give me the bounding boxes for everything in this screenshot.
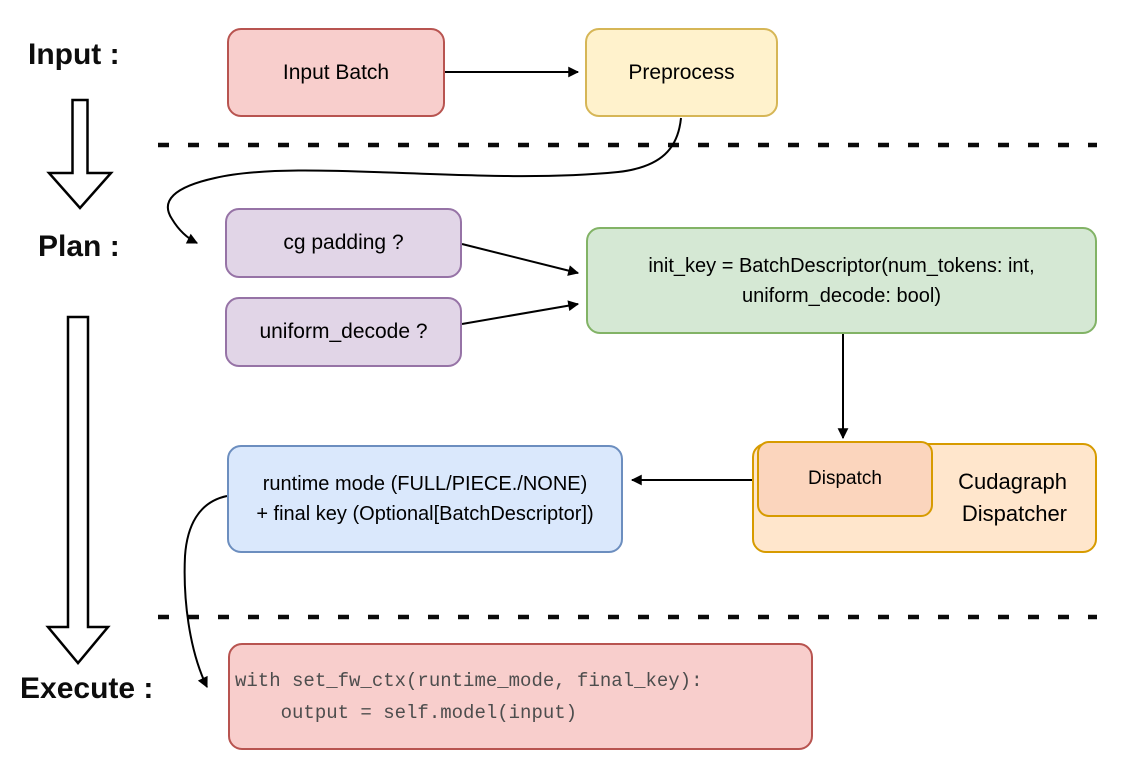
preprocess-node: Preprocess bbox=[585, 28, 778, 117]
preprocess-label: Preprocess bbox=[628, 60, 735, 84]
cg-padding-label: cg padding ? bbox=[283, 231, 404, 255]
init-key-line2: uniform_decode: bool) bbox=[741, 284, 941, 307]
dispatch-node: Dispatch bbox=[757, 441, 933, 517]
arrow-cgpadding-to-initkey bbox=[461, 243, 580, 276]
runtime-line1: runtime mode (FULL/PIECE./NONE) bbox=[262, 473, 588, 495]
cudagraph-dispatcher-line2: Dispatcher bbox=[961, 501, 1067, 526]
init-key-line1: init_key = BatchDescriptor(num_tokens: i… bbox=[648, 254, 1035, 277]
execute-code-node: with set_fw_ctx(runtime_mode, final_key)… bbox=[228, 643, 813, 750]
arrow-runtime-to-execute-code bbox=[183, 495, 228, 688]
execute-code-line2: output = self.model(input) bbox=[235, 701, 578, 724]
input-batch-node: Input Batch bbox=[227, 28, 445, 117]
uniform-decode-label: uniform_decode ? bbox=[259, 320, 428, 344]
init-key-node: init_key = BatchDescriptor(num_tokens: i… bbox=[586, 227, 1097, 334]
runtime-line2: + final key (Optional[BatchDescriptor]) bbox=[256, 503, 594, 525]
dispatch-label: Dispatch bbox=[808, 467, 882, 489]
plan-stage-arrow-icon bbox=[45, 315, 111, 665]
execute-code-line1: with set_fw_ctx(runtime_mode, final_key)… bbox=[235, 669, 703, 692]
input-batch-label: Input Batch bbox=[282, 60, 390, 84]
stage-label-execute: Execute : bbox=[20, 672, 154, 705]
runtime-mode-node: runtime mode (FULL/PIECE./NONE) + final … bbox=[227, 445, 623, 553]
uniform-decode-node: uniform_decode ? bbox=[225, 297, 462, 367]
stage-label-input: Input : bbox=[28, 38, 120, 71]
cudagraph-dispatcher-line1: Cudagraph bbox=[958, 469, 1067, 494]
input-stage-arrow-icon bbox=[46, 98, 114, 210]
stage-label-plan: Plan : bbox=[38, 230, 120, 263]
arrow-preprocess-to-cgpadding bbox=[166, 117, 682, 244]
cg-padding-node: cg padding ? bbox=[225, 208, 462, 278]
arrow-uniformdecode-to-initkey bbox=[461, 300, 580, 325]
